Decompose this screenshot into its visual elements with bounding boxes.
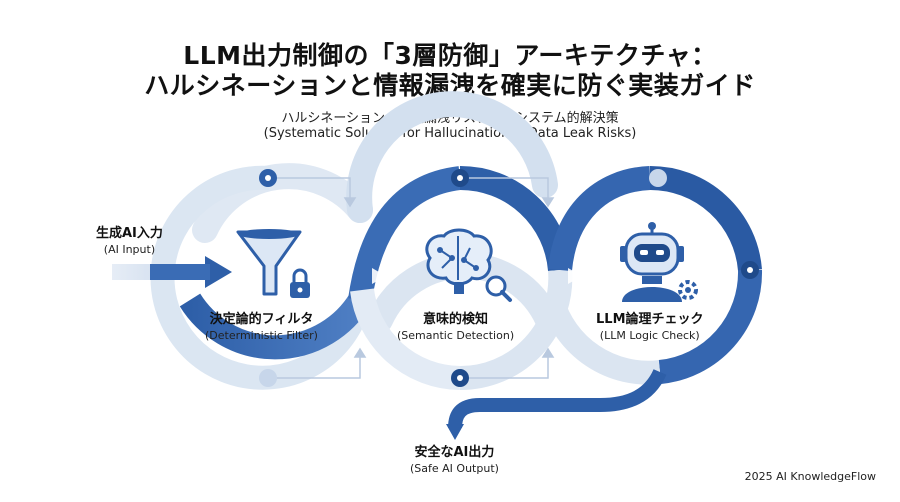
node-semantic: 意味的検知 (Semantic Detection) (397, 308, 514, 342)
connector-dots (259, 169, 759, 387)
node-semantic-en: (Semantic Detection) (397, 329, 515, 342)
connector-lines (268, 177, 555, 379)
input-arrow (112, 256, 232, 288)
node-llm: LLM論理チェック (LLM Logic Check) (596, 308, 704, 342)
node-filter-label: 決定論的フィルタ (209, 312, 314, 327)
node-output-en: (Safe AI Output) (410, 462, 499, 475)
title-line-1: LLM出力制御の「3層防御」アーキテクチャ： (183, 41, 717, 70)
output-arrow-head (446, 424, 464, 440)
output-flow (446, 368, 667, 440)
node-llm-label: LLM論理チェック (596, 312, 704, 327)
brain-magnifier-icon (425, 228, 512, 302)
node-output: 安全なAI出力 (Safe AI Output) (410, 441, 499, 475)
node-filter: 決定論的フィルタ (Deterministic Filter) (205, 308, 318, 342)
subtitle-en: (Systematic Solution for Hallucination &… (263, 126, 637, 141)
node-output-label: 安全なAI出力 (414, 445, 495, 460)
node-input-label: 生成AI入力 (96, 226, 163, 241)
node-input: 生成AI入力 (AI Input) (96, 222, 163, 256)
credit-text: 2025 AI KnowledgeFlow (744, 470, 876, 483)
node-llm-en: (LLM Logic Check) (599, 329, 700, 342)
node-filter-en: (Deterministic Filter) (205, 329, 318, 342)
subtitle-jp: ハルシネーション＆情報漏洩リスクへのシステム的解決策 (281, 111, 619, 126)
node-input-en: (AI Input) (103, 243, 156, 256)
funnel-lock-icon (236, 229, 310, 298)
main-flow-band (150, 165, 763, 391)
robot-gear-icon (620, 222, 698, 302)
node-semantic-label: 意味的検知 (423, 312, 489, 327)
